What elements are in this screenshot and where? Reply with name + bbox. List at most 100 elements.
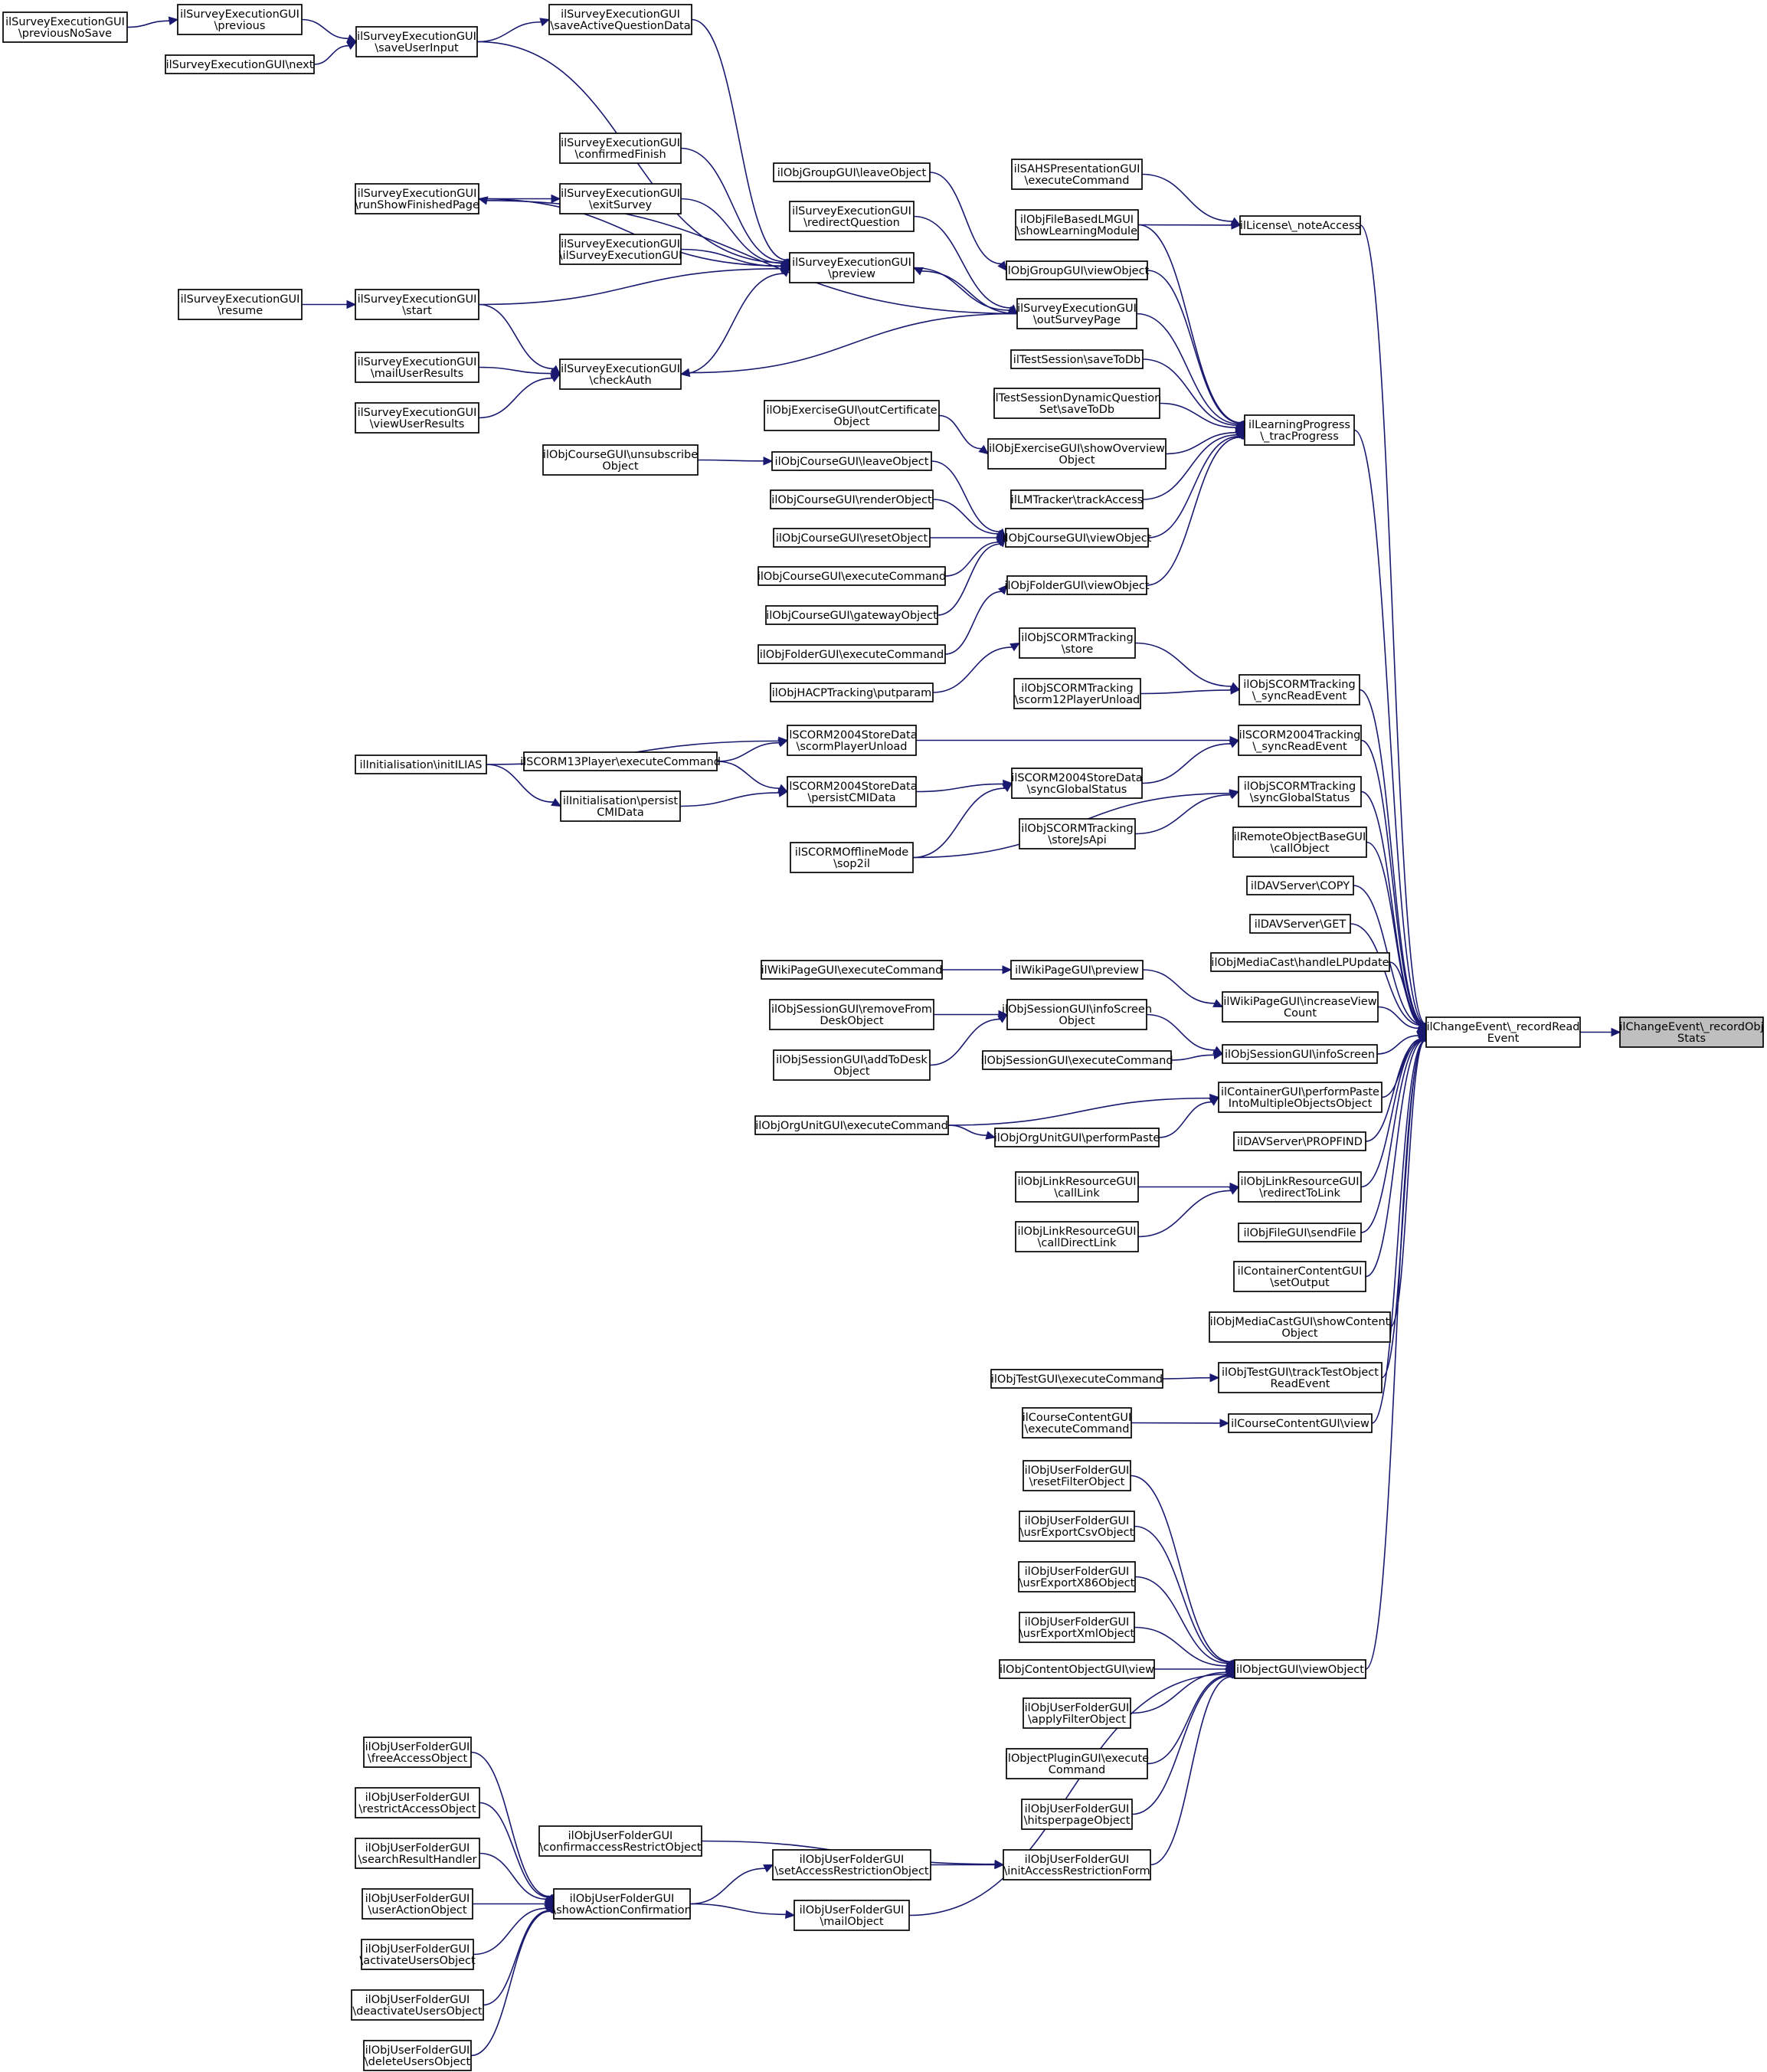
node-scormStore[interactable]: ilObjSCORMTracking\store — [1019, 627, 1136, 659]
node-initPersist[interactable]: ilInitialisation\persistCMIData — [560, 791, 681, 822]
node-ufFree[interactable]: ilObjUserFolderGUI\freeAccessObject — [363, 1736, 472, 1768]
node-crsGateway[interactable]: ilObjCourseGUI\gatewayObject — [765, 605, 938, 625]
node-crsExec[interactable]: ilObjCourseGUI\executeCommand — [758, 566, 946, 586]
node-wikiExec[interactable]: ilWikiPageGUI\executeCommand — [761, 960, 943, 980]
node-ufCsv[interactable]: ilObjUserFolderGUI\usrExportCsvObject — [1019, 1511, 1135, 1542]
node-s2004Unload[interactable]: ilSCORM2004StoreData\scormPlayerUnload — [786, 725, 918, 756]
node-ufX86[interactable]: ilObjUserFolderGUI\usrExportX86Object — [1018, 1561, 1136, 1592]
node-crsReset[interactable]: ilObjCourseGUI\resetObject — [773, 528, 931, 548]
node-flmShow[interactable]: ilObjFileBasedLMGUI\showLearningModule — [1015, 209, 1139, 241]
node-coView[interactable]: ilObjContentObjectGUI\view — [999, 1659, 1155, 1679]
node-lmTrack[interactable]: ilLMTracker\trackAccess — [1010, 489, 1144, 509]
node-grpLeave[interactable]: ilObjGroupGUI\leaveObject — [773, 162, 931, 182]
node-scormSync[interactable]: ilObjSCORMTracking\_syncReadEvent — [1239, 674, 1360, 705]
node-svRedirect[interactable]: ilSurveyExecutionGUI\redirectQuestion — [789, 201, 915, 232]
node-sessInfo[interactable]: ilObjSessionGUI\infoScreen — [1222, 1044, 1378, 1064]
node-crsView[interactable]: ilObjCourseGUI\viewObject — [1003, 528, 1152, 548]
node-ufRestrict[interactable]: ilObjUserFolderGUI\restrictAccessObject — [355, 1787, 480, 1818]
node-sessExec[interactable]: ilObjSessionGUI\executeCommand — [980, 1050, 1173, 1070]
node-ufInitAccess[interactable]: ilObjUserFolderGUI\initAccessRestriction… — [1003, 1849, 1151, 1881]
node-ccSetOut[interactable]: ilContainerContentGUI\setOutput — [1233, 1261, 1366, 1292]
node-objView[interactable]: ilObjectGUI\viewObject — [1234, 1659, 1366, 1679]
node-crsLeave[interactable]: ilObjCourseGUI\leaveObject — [771, 451, 932, 471]
node-svResume[interactable]: ilSurveyExecutionGUI\resume — [178, 289, 303, 320]
node-linkDirect[interactable]: ilObjLinkResourceGUI\callDirectLink — [1015, 1221, 1139, 1252]
node-ufApply[interactable]: ilObjUserFolderGUI\applyFilterObject — [1023, 1697, 1131, 1729]
node-contPaste[interactable]: ilContainerGUI\performPasteIntoMultipleO… — [1218, 1082, 1383, 1113]
node-s2004Persist[interactable]: ilSCORM2004StoreData\persistCMIData — [786, 776, 918, 807]
node-ufMail[interactable]: ilObjUserFolderGUI\mailObject — [794, 1900, 910, 1931]
node-scormStoreJs[interactable]: ilObjSCORMTracking\storeJsApi — [1019, 818, 1136, 849]
node-lpTrac[interactable]: ilLearningProgress\_tracProgress — [1244, 414, 1355, 446]
node-s2004Global[interactable]: ilSCORM2004StoreData\syncGlobalStatus — [1011, 768, 1143, 799]
node-ufConfirmAccess[interactable]: ilObjUserFolderGUI\confirmaccessRestrict… — [538, 1825, 702, 1857]
node-hacpPut[interactable]: ilObjHACPTracking\putparam — [770, 682, 934, 702]
node-testExec[interactable]: ilObjTestGUI\executeCommand — [990, 1369, 1163, 1389]
node-ufXml[interactable]: ilObjUserFolderGUI\usrExportXmlObject — [1019, 1612, 1135, 1643]
node-davGet[interactable]: ilDAVServer\GET — [1249, 914, 1351, 934]
node-offlineSop[interactable]: ilSCORMOfflineMode\sop2il — [790, 842, 914, 873]
node-svSaveActive[interactable]: ilSurveyExecutionGUI\saveActiveQuestionD… — [548, 4, 692, 35]
node-ufDeactivate[interactable]: ilObjUserFolderGUI\deactivateUsersObject — [351, 1989, 484, 2021]
node-svViewRes[interactable]: ilSurveyExecutionGUI\viewUserResults — [355, 402, 479, 434]
node-scorm12Unload[interactable]: ilObjSCORMTracking\scorm12PlayerUnload — [1013, 678, 1141, 709]
node-ufSetAccess[interactable]: ilObjUserFolderGUI\setAccessRestrictionO… — [772, 1849, 931, 1881]
node-svNext[interactable]: ilSurveyExecutionGUI\next — [165, 54, 315, 74]
node-svPrevNoSave[interactable]: ilSurveyExecutionGUI\previousNoSave — [2, 11, 128, 43]
node-fldExec[interactable]: ilObjFolderGUI\executeCommand — [758, 644, 946, 664]
node-remoteCall[interactable]: ilRemoteObjectBaseGUI\callObject — [1232, 827, 1367, 858]
node-ouExec[interactable]: ilObjOrgUnitGUI\executeCommand — [754, 1115, 949, 1135]
node-svConfirm[interactable]: ilSurveyExecutionGUI\confirmedFinish — [559, 133, 682, 164]
node-s13Exec[interactable]: ilSCORM13Player\executeCommand — [520, 751, 721, 771]
node-testSave[interactable]: ilTestSession\saveToDb — [1010, 349, 1144, 369]
node-grpView[interactable]: ilObjGroupGUI\viewObject — [1005, 260, 1150, 280]
node-outSurvey[interactable]: ilSurveyExecutionGUI\outSurveyPage — [1016, 298, 1137, 329]
node-sahsExec[interactable]: ilSAHSPresentationGUI\executeCommand — [1011, 159, 1143, 190]
node-linkCall[interactable]: ilObjLinkResourceGUI\callLink — [1015, 1171, 1139, 1203]
node-svRunFinished[interactable]: ilSurveyExecutionGUI\runShowFinishedPage — [355, 183, 479, 214]
node-ccExec[interactable]: ilCourseContentGUI\executeCommand — [1022, 1407, 1132, 1439]
node-initIlias[interactable]: ilInitialisation\initILIAS — [355, 754, 487, 774]
node-ufActivate[interactable]: ilObjUserFolderGUI\activateUsersObject — [359, 1939, 476, 1970]
node-wikiPreview[interactable]: ilWikiPageGUI\preview — [1010, 960, 1144, 980]
node-linkRedirect[interactable]: ilObjLinkResourceGUI\redirectToLink — [1238, 1171, 1362, 1203]
node-licNote[interactable]: ilLicense\_noteAccess — [1239, 215, 1361, 235]
node-crsRender[interactable]: ilObjCourseGUI\renderObject — [770, 489, 934, 509]
node-svPrevious[interactable]: ilSurveyExecutionGUI\previous — [177, 4, 303, 35]
node-fileSend[interactable]: ilObjFileGUI\sendFile — [1238, 1223, 1362, 1242]
node-ufUserAction[interactable]: ilObjUserFolderGUI\userActionObject — [362, 1888, 473, 1920]
node-ufReset[interactable]: ilObjUserFolderGUI\resetFilterObject — [1023, 1460, 1131, 1491]
node-svPreview[interactable]: ilSurveyExecutionGUI\preview — [789, 252, 915, 283]
node-ufDelete[interactable]: ilObjUserFolderGUI\deleteUsersObject — [363, 2040, 472, 2071]
node-svCtor[interactable]: ilSurveyExecutionGUI\ilSurveyExecutionGU… — [559, 234, 682, 265]
node-ufSearch[interactable]: ilObjUserFolderGUI\searchResultHandler — [355, 1838, 480, 1869]
node-scormGlobal[interactable]: ilObjSCORMTracking\syncGlobalStatus — [1238, 776, 1362, 807]
node-ufShowAction[interactable]: ilObjUserFolderGUI\showActionConfirmatio… — [552, 1888, 692, 1920]
node-svStart[interactable]: ilSurveyExecutionGUI\start — [355, 289, 479, 320]
node-davCopy[interactable]: ilDAVServer\COPY — [1246, 876, 1354, 895]
node-fldView[interactable]: ilObjFolderGUI\viewObject — [1004, 575, 1150, 595]
node-scorm2004Sync[interactable]: ilSCORM2004Tracking\_syncReadEvent — [1238, 725, 1362, 756]
node-svExit[interactable]: ilSurveyExecutionGUI\exitSurvey — [559, 183, 682, 214]
node-svMail[interactable]: ilSurveyExecutionGUI\mailUserResults — [355, 352, 479, 383]
node-mcHandle[interactable]: ilObjMediaCast\handleLPUpdate — [1210, 952, 1390, 972]
node-pluginExec[interactable]: ilObjectPluginGUI\executeCommand — [1005, 1748, 1149, 1779]
node-ouPaste[interactable]: ilObjOrgUnitGUI\performPaste — [994, 1128, 1160, 1147]
node-courseContView[interactable]: ilCourseContentGUI\view — [1228, 1413, 1373, 1433]
node-svSaveUser[interactable]: ilSurveyExecutionGUI\saveUserInput — [355, 26, 478, 57]
node-svCheckAuth[interactable]: ilSurveyExecutionGUI\checkAuth — [559, 358, 682, 390]
node-ufHits[interactable]: ilObjUserFolderGUI\hitsperpageObject — [1021, 1799, 1133, 1830]
node-davProp[interactable]: ilDAVServer\PROPFIND — [1233, 1131, 1366, 1151]
